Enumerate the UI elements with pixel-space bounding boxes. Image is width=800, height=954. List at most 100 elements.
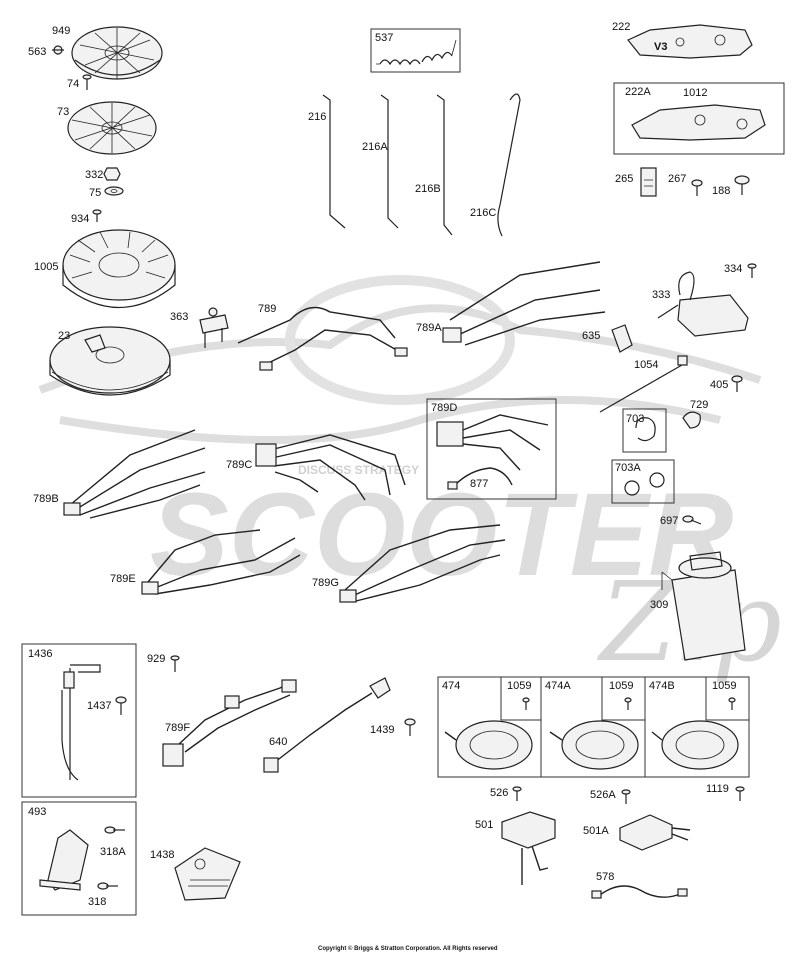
label-697: 697 [660,515,678,527]
alternator-474A[interactable] [549,720,639,770]
link-216B[interactable] [436,94,453,236]
harness-789[interactable] [237,306,408,371]
label-474A: 474A [545,680,571,692]
box-alternators [437,676,750,778]
control-bracket-222A[interactable] [631,104,766,141]
label-877: 877 [470,478,488,490]
screw-188[interactable] [734,175,750,195]
screw-318A[interactable] [104,826,125,834]
screw-929[interactable] [170,655,180,672]
label-1438: 1438 [150,849,174,861]
ignition-coil-333[interactable] [657,271,749,337]
screw-334[interactable] [747,263,757,278]
wire-877[interactable] [447,467,513,490]
label-635: 635 [582,330,600,342]
link-216[interactable] [322,94,346,229]
box-222A [613,82,785,155]
blower-housing-949[interactable] [71,26,163,80]
label-789B: 789B [33,493,59,505]
link-216C[interactable] [497,93,521,237]
label-216C: 216C [470,207,496,219]
harness-789C[interactable] [255,434,406,501]
link-216A[interactable] [380,94,399,229]
screw-563[interactable] [52,45,64,55]
harness-789A[interactable] [442,261,606,346]
tie-strap-1054[interactable] [599,355,688,413]
flywheel-23[interactable] [49,326,171,396]
module-1438[interactable] [174,847,241,901]
label-74: 74 [67,78,79,90]
clip-729[interactable] [682,411,701,429]
label-934: 934 [71,213,89,225]
label-216B: 216B [415,183,441,195]
harness-789E[interactable] [141,529,301,595]
washer-75[interactable] [104,186,124,196]
wire-578[interactable] [591,885,688,899]
switch-1436[interactable] [61,664,101,781]
clip-703A[interactable] [624,472,665,496]
box-703 [622,408,667,453]
copyright-footer: Copyright © Briggs & Stratton Corporatio… [318,945,498,952]
screw-318[interactable] [97,882,118,890]
box-537 [370,28,461,73]
bracket-493[interactable] [39,829,89,891]
label-1005: 1005 [34,261,58,273]
screw-526[interactable] [512,786,522,801]
regulator-501A[interactable] [619,814,691,851]
harness-789F[interactable] [162,679,297,767]
label-929: 929 [147,653,165,665]
screw-1437[interactable] [115,696,127,715]
label-1059c: 1059 [712,680,736,692]
rectifier-501[interactable] [501,811,556,885]
clip-265[interactable] [640,167,657,197]
label-789C: 789C [226,459,252,471]
harness-789G[interactable] [339,524,506,603]
screw-267[interactable] [691,179,703,196]
flywheel-1005[interactable] [62,229,176,309]
screw-1059a[interactable] [522,697,530,710]
starter-motor-309[interactable] [661,551,746,661]
label-333: 333 [652,289,670,301]
screw-1059b[interactable] [624,697,632,710]
alternator-474B[interactable] [651,720,739,770]
label-188: 188 [712,185,730,197]
label-789A: 789A [416,322,442,334]
label-703: 703 [626,413,644,425]
watermark: SCOOTER DISCUSS STRATEGY Zip [38,275,782,686]
alternator-474[interactable] [444,720,533,770]
label-363: 363 [170,311,188,323]
screw-405[interactable] [731,375,743,392]
label-949: 949 [52,25,70,37]
box-493 [21,801,137,916]
screw-526A[interactable] [621,789,631,804]
label-493: 493 [28,806,46,818]
screw-697[interactable] [682,515,702,525]
control-bracket-222[interactable]: V3 [627,24,753,59]
harness-789D[interactable] [436,414,549,471]
screw-1059c[interactable] [728,697,736,710]
screw-1439[interactable] [404,718,416,736]
label-1437: 1437 [87,700,111,712]
label-1054: 1054 [634,359,658,371]
harness-789B[interactable] [63,429,206,519]
label-267: 267 [668,173,686,185]
screw-1119[interactable] [735,786,745,801]
spark-plug-boot-635[interactable] [611,324,633,353]
label-332: 332 [85,169,103,181]
label-23: 23 [58,330,70,342]
wire-640[interactable] [263,677,391,773]
box-1059c [705,676,750,721]
bracket-363[interactable] [199,307,229,348]
label-789: 789 [258,303,276,315]
screw-74[interactable] [82,74,92,90]
clip-703[interactable] [635,417,656,442]
label-474: 474 [442,680,460,692]
grass-screen-73[interactable] [67,101,157,155]
screw-934[interactable] [92,209,102,222]
label-1059a: 1059 [507,680,531,692]
label-640: 640 [269,736,287,748]
nut-332[interactable] [103,167,121,181]
label-73: 73 [57,106,69,118]
spring-537[interactable] [376,39,457,66]
